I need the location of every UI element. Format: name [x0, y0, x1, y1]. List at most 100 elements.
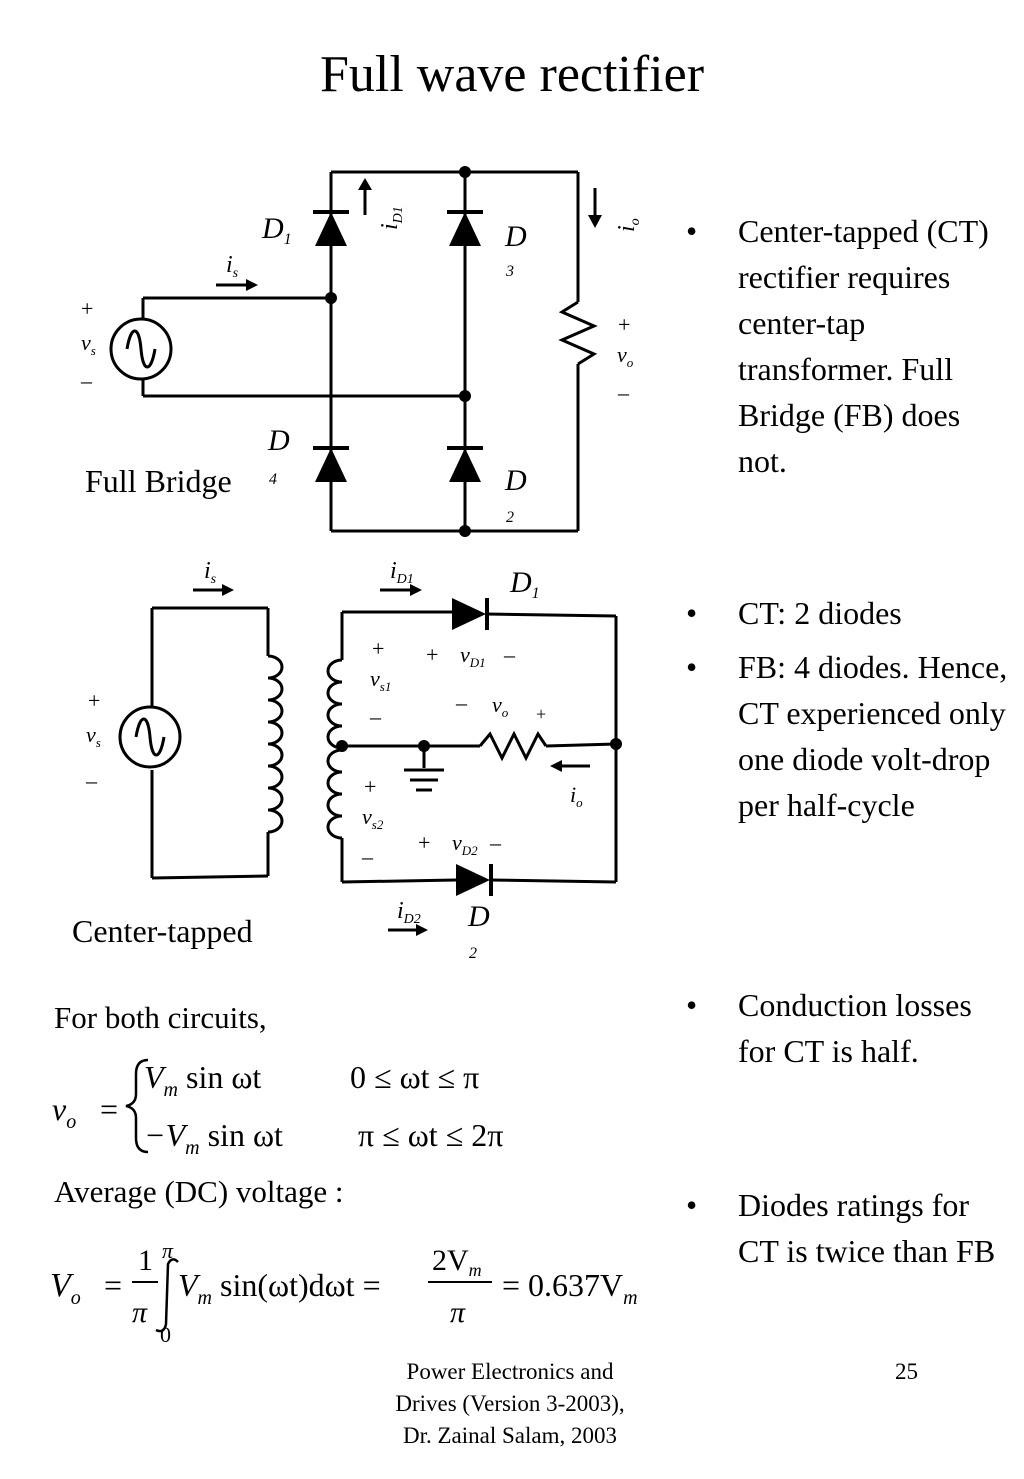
- arrow-io: [588, 215, 602, 228]
- label-ct-vs: vs: [86, 722, 101, 750]
- average-label: Average (DC) voltage :: [54, 1174, 344, 1209]
- bullet-text: Center-tapped (CT) rectifier requires ce…: [738, 213, 989, 479]
- arrow-ct-id1: [410, 584, 422, 596]
- secondary-coil-top: [326, 658, 343, 750]
- label-io: io: [614, 218, 643, 232]
- label-d3: D: [504, 220, 527, 253]
- label-ct-d1: D1: [509, 566, 540, 602]
- arrow-is: [246, 279, 258, 291]
- arrow-id1: [358, 178, 372, 190]
- integrand: Vm sin(ωt)dωt =: [178, 1267, 381, 1309]
- label-vs1: vs1: [370, 666, 391, 694]
- label-d1: D1: [261, 212, 292, 248]
- label-d2-sub: 2: [506, 509, 514, 526]
- bullet-dot: •: [686, 213, 698, 249]
- bullet-list-4: •Diodes ratings for CT is twice than FB: [686, 1182, 1016, 1274]
- load-resistor: [558, 300, 598, 366]
- frac2-den: π: [450, 1296, 466, 1329]
- label-ct-vs-plus: +: [88, 688, 100, 713]
- center-tapped-diagram: is iD1 D1 + vs – + vs1 – + vD1 – – vo + …: [72, 558, 622, 962]
- bullet-item: •CT: 2 diodes: [686, 595, 902, 631]
- secondary-coil-bottom: [326, 748, 343, 840]
- label-vd2-plus: +: [418, 830, 430, 855]
- avg-lhs: Vo: [50, 1267, 81, 1309]
- label-vd2: vD2: [452, 830, 478, 858]
- bullet-list-3: • Conduction losses for CT is half.: [686, 982, 1016, 1074]
- frac2-num: 2Vm: [432, 1244, 482, 1280]
- label-ct-vs-minus: –: [85, 768, 98, 793]
- bullet-text: FB: 4 diodes. Hence, CT experienced only…: [738, 649, 1008, 823]
- int-upper: π: [162, 1238, 174, 1263]
- diode-d1: [315, 212, 347, 246]
- label-ct-id1: iD1: [390, 558, 414, 587]
- bullet-list-2: •CT: 2 diodes • FB: 4 diodes. Hence, CT …: [686, 590, 1016, 828]
- arrow-ct-is: [222, 584, 234, 596]
- diode-ct-d1: [452, 598, 486, 630]
- load-resistor-ct: [478, 730, 548, 762]
- label-ct-d2-sub: 2: [469, 945, 477, 962]
- footer-line: Dr. Zainal Salam, 2003: [403, 1423, 617, 1448]
- arrow-ct-id2: [416, 924, 428, 936]
- bullet-item: • Conduction losses for CT is half.: [686, 987, 972, 1069]
- bullet-list-1: • Center-tapped (CT) rectifier requires c…: [686, 208, 1016, 484]
- case1-range: 0 ≤ ωt ≤ π: [350, 1059, 479, 1095]
- caption-full-bridge: Full Bridge: [85, 463, 232, 499]
- bullet-text: Diodes ratings for CT is twice than FB: [738, 1187, 996, 1269]
- frac1-num: 1: [138, 1244, 153, 1277]
- sine-icon: [125, 329, 157, 369]
- sine-icon-ct: [134, 717, 166, 757]
- case2-range: π ≤ ωt ≤ 2π: [358, 1117, 503, 1153]
- frac1-den: π: [132, 1296, 148, 1329]
- piecewise-equation: vo = Vm sin ωt 0 ≤ ωt ≤ π −Vm sin ωt π ≤…: [52, 1058, 503, 1159]
- footer-line: Drives (Version 3-2003),: [395, 1391, 625, 1416]
- integral-icon: [155, 1258, 179, 1333]
- bullet-item: • FB: 4 diodes. Hence, CT experienced on…: [686, 649, 1008, 823]
- bullet-text: CT: 2 diodes: [738, 595, 902, 631]
- page-number: 25: [895, 1359, 918, 1384]
- diode-d4: [315, 448, 347, 482]
- label-vs1-minus: –: [369, 704, 382, 729]
- label-d4-sub: 4: [269, 471, 277, 488]
- label-vo-minus-ct: –: [455, 690, 468, 715]
- equation-intro: For both circuits,: [54, 1000, 267, 1035]
- diode-d3: [449, 212, 481, 246]
- case2-expr: −Vm sin ωt: [144, 1117, 283, 1159]
- label-d4: D: [267, 424, 290, 457]
- label-vo-plus-ct: +: [536, 704, 546, 724]
- label-id1: iD1: [377, 206, 406, 230]
- label-vd1-minus: –: [503, 642, 516, 667]
- average-equation: Vo = 1 π π 0 Vm sin(ωt)dωt = 2Vm π = 0.6…: [50, 1238, 638, 1347]
- primary-coil: [267, 654, 284, 834]
- label-ct-is: is: [204, 558, 217, 587]
- label-vs1-plus: +: [372, 636, 384, 661]
- label-is: is: [226, 252, 239, 281]
- diode-d2: [449, 448, 481, 482]
- ac-source-ct: [118, 705, 182, 769]
- label-d3-sub: 3: [505, 263, 514, 280]
- diode-ct-d2: [456, 864, 490, 896]
- bullet-item: •Diodes ratings for CT is twice than FB: [686, 1187, 996, 1269]
- label-d2: D: [504, 464, 527, 497]
- label-vd2-minus: –: [489, 830, 502, 855]
- label-vs: vs: [81, 330, 96, 358]
- vo-lhs: vo: [52, 1091, 76, 1133]
- label-ct-io: io: [570, 782, 583, 810]
- label-ct-d2: D: [467, 900, 490, 933]
- label-vs2-plus: +: [364, 774, 376, 799]
- int-lower: 0: [160, 1322, 171, 1347]
- caption-center-tapped: Center-tapped: [72, 913, 253, 949]
- eq-sign: =: [100, 1091, 118, 1127]
- footer-line: Power Electronics and: [406, 1359, 614, 1384]
- brace-icon: [125, 1058, 149, 1154]
- avg-eq-sign: =: [104, 1267, 122, 1303]
- label-vo-plus: +: [618, 312, 630, 337]
- footer-source: Power Electronics and Drives (Version 3-…: [330, 1356, 690, 1452]
- bullet-item: • Center-tapped (CT) rectifier requires c…: [686, 208, 1016, 484]
- label-vs-minus: –: [80, 368, 93, 393]
- label-vo-minus: –: [617, 380, 630, 405]
- label-vd1-plus: +: [426, 642, 438, 667]
- arrow-ct-io: [550, 760, 562, 772]
- label-vo: vo: [617, 342, 634, 370]
- case1-expr: Vm sin ωt: [144, 1059, 261, 1101]
- label-vs2-minus: –: [361, 844, 374, 869]
